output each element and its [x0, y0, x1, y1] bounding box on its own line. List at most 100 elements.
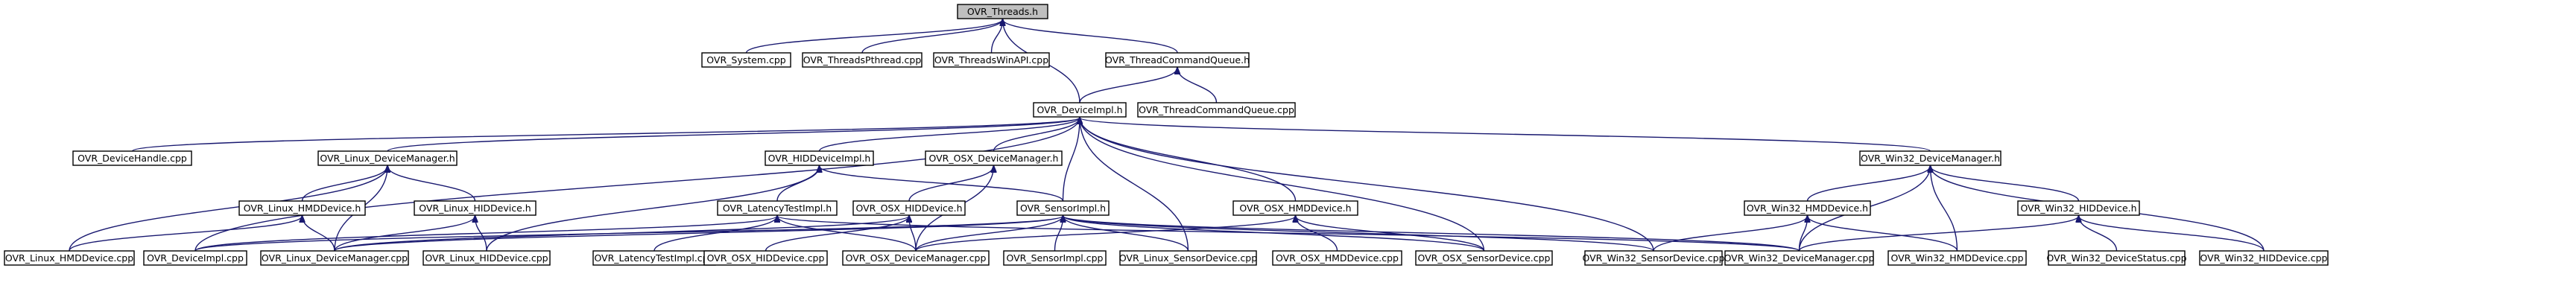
edge-osx-sensordevice-cpp-to-sensorimpl-h — [1063, 216, 1485, 252]
edge-linux-devicemanager-cpp-to-sensorimpl-h — [334, 216, 1063, 252]
node-ovr-osx-devicemanager-cpp[interactable]: OVR_OSX_DeviceManager.cpp — [842, 250, 990, 266]
node-box — [1119, 250, 1257, 266]
node-ovr-hiddeviceimpl-h[interactable]: OVR_HIDDeviceImpl.h — [765, 150, 874, 166]
edge-linux-sensordevice-cpp-to-sensorimpl-h — [1063, 216, 1189, 252]
node-ovr-win32-sensordevice-cpp[interactable]: OVR_Win32_SensorDevice.cpp — [1582, 250, 1725, 266]
node-label: OVR_Linux_HMDDevice.cpp — [5, 252, 133, 264]
node-ovr-linux-hiddevice-cpp[interactable]: OVR_Linux_HIDDevice.cpp — [423, 250, 551, 266]
node-box — [1415, 250, 1553, 266]
edge-win32-hiddevice-cpp-to-win32-hiddevice-h — [2079, 216, 2265, 252]
node-box — [1232, 200, 1358, 216]
edge-win32-sensordevice-cpp-to-deviceimpl-h — [1080, 118, 1654, 252]
node-label: OVR_OSX_HMDDevice.cpp — [1276, 252, 1399, 264]
edge-linux-hmddevice-cpp-to-linux-hmddevice-h — [69, 216, 303, 252]
node-ovr-win32-devicemanager-h[interactable]: OVR_Win32_DeviceManager.h — [1859, 150, 2001, 166]
node-box — [143, 250, 247, 266]
node-label: OVR_DeviceImpl.h — [1037, 104, 1122, 115]
node-box — [1584, 250, 1723, 266]
edge-win32-sensordevice-cpp-to-sensorimpl-h — [1063, 216, 1654, 252]
node-ovr-osx-hiddevice-h[interactable]: OVR_OSX_HIDDevice.h — [852, 200, 966, 216]
node-ovr-linux-sensordevice-cpp[interactable]: OVR_Linux_SensorDevice.cpp — [1119, 250, 1257, 266]
node-ovr-sensorimpl-h[interactable]: OVR_SensorImpl.h — [1016, 200, 1110, 216]
edge-osx-devicemanager-cpp-to-latencytestimpl-h — [777, 216, 917, 252]
edge-win32-devicemanager-cpp-to-sensorimpl-h — [1063, 216, 1800, 252]
node-ovr-osx-hmddevice-cpp[interactable]: OVR_OSX_HMDDevice.cpp — [1272, 250, 1402, 266]
node-box — [1859, 150, 2001, 166]
node-label: OVR_Linux_HIDDevice.cpp — [425, 252, 548, 264]
node-box — [238, 200, 366, 216]
node-box — [717, 200, 838, 216]
edge-sensorimpl-h-to-deviceimpl-h — [1062, 118, 1080, 202]
node-ovr-osx-hmddevice-h[interactable]: OVR_OSX_HMDDevice.h — [1232, 200, 1358, 216]
node-ovr-threadspthread-cpp[interactable]: OVR_ThreadsPthread.cpp — [802, 52, 923, 68]
node-box — [1105, 52, 1250, 68]
node-ovr-devicehandle-cpp[interactable]: OVR_DeviceHandle.cpp — [72, 150, 192, 166]
node-ovr-linux-hiddevice-h[interactable]: OVR_Linux_HIDDevice.h — [414, 200, 537, 216]
node-ovr-latencytestimpl-h[interactable]: OVR_LatencyTestImpl.h — [717, 200, 838, 216]
node-ovr-latencytestimpl-cpp[interactable]: OVR_LatencyTestImpl.cpp — [592, 250, 716, 266]
node-label: OVR_HIDDeviceImpl.h — [768, 153, 871, 164]
node-ovr-win32-hmddevice-cpp[interactable]: OVR_Win32_HMDDevice.cpp — [1887, 250, 2027, 266]
edge-osx-devicemanager-cpp-to-sensorimpl-h — [915, 216, 1063, 252]
node-box — [933, 52, 1050, 68]
node-ovr-threads-h[interactable]: OVR_Threads.h — [957, 4, 1048, 19]
node-ovr-win32-devicestatus-cpp[interactable]: OVR_Win32_DeviceStatus.cpp — [2046, 250, 2187, 266]
node-label: OVR_Win32_DeviceManager.h — [1861, 153, 2000, 164]
node-box — [1272, 250, 1402, 266]
node-box — [1887, 250, 2027, 266]
node-box — [1724, 250, 1874, 266]
edge-win32-hmddevice-cpp-to-win32-devicemanager-h — [1931, 166, 1958, 252]
node-label: OVR_Linux_HMDDevice.h — [244, 203, 361, 214]
node-label: OVR_LatencyTestImpl.h — [723, 203, 832, 214]
node-label: OVR_Linux_HIDDevice.h — [419, 203, 531, 214]
node-ovr-linux-devicemanager-cpp[interactable]: OVR_Linux_DeviceManager.cpp — [260, 250, 409, 266]
node-label: OVR_Win32_HMDDevice.h — [1747, 203, 1868, 214]
node-ovr-linux-hmddevice-cpp[interactable]: OVR_Linux_HMDDevice.cpp — [4, 250, 135, 266]
edge-system-cpp-to-threads-h — [745, 19, 1003, 54]
node-box — [4, 250, 135, 266]
node-ovr-linux-devicemanager-h[interactable]: OVR_Linux_DeviceManager.h — [317, 150, 458, 166]
node-ovr-deviceimpl-cpp[interactable]: OVR_DeviceImpl.cpp — [143, 250, 247, 266]
node-box — [1003, 250, 1107, 266]
node-ovr-deviceimpl-h[interactable]: OVR_DeviceImpl.h — [1033, 102, 1127, 118]
node-ovr-osx-sensordevice-cpp[interactable]: OVR_OSX_SensorDevice.cpp — [1415, 250, 1553, 266]
node-ovr-sensorimpl-cpp[interactable]: OVR_SensorImpl.cpp — [1003, 250, 1107, 266]
node-ovr-win32-hmddevice-h[interactable]: OVR_Win32_HMDDevice.h — [1744, 200, 1871, 216]
node-ovr-win32-devicemanager-cpp[interactable]: OVR_Win32_DeviceManager.cpp — [1724, 250, 1875, 266]
node-label: OVR_Linux_SensorDevice.cpp — [1119, 252, 1257, 264]
edge-win32-hiddevice-h-to-win32-devicemanager-h — [1931, 166, 2080, 202]
edge-threadcommandqueue-h-to-threads-h — [1003, 19, 1178, 54]
edge-win32-devicemanager-cpp-to-latencytestimpl-h — [777, 216, 1800, 252]
node-label: OVR_Linux_DeviceManager.h — [320, 153, 455, 164]
node-ovr-linux-hmddevice-h[interactable]: OVR_Linux_HMDDevice.h — [238, 200, 366, 216]
node-label: OVR_OSX_HIDDevice.h — [855, 203, 962, 214]
node-box — [1033, 102, 1127, 118]
node-ovr-threadcommandqueue-cpp[interactable]: OVR_ThreadCommandQueue.cpp — [1137, 102, 1296, 118]
node-ovr-threadcommandqueue-h[interactable]: OVR_ThreadCommandQueue.h — [1105, 52, 1250, 68]
node-box — [1137, 102, 1296, 118]
node-ovr-system-cpp[interactable]: OVR_System.cpp — [701, 52, 791, 68]
edge-deviceimpl-cpp-to-deviceimpl-h — [194, 118, 1080, 252]
edge-sensorimpl-cpp-to-sensorimpl-h — [1054, 216, 1063, 252]
edge-win32-hmddevice-cpp-to-win32-hmddevice-h — [1808, 216, 1958, 252]
node-box — [925, 150, 1063, 166]
node-box — [701, 52, 791, 68]
edge-deviceimpl-h-to-threadcommandqueue-h — [1079, 68, 1177, 103]
node-ovr-osx-devicemanager-h[interactable]: OVR_OSX_DeviceManager.h — [925, 150, 1063, 166]
edge-osx-sensordevice-cpp-to-osx-hmddevice-h — [1296, 216, 1485, 252]
node-ovr-osx-hiddevice-cpp[interactable]: OVR_OSX_HIDDevice.cpp — [703, 250, 828, 266]
edge-threadcommandqueue-cpp-to-threadcommandqueue-h — [1177, 68, 1218, 103]
node-ovr-win32-hiddevice-h[interactable]: OVR_Win32_HIDDevice.h — [2017, 200, 2140, 216]
edge-linux-devicemanager-h-to-deviceimpl-h — [387, 118, 1080, 152]
node-box — [842, 250, 990, 266]
edge-win32-devicemanager-cpp-to-win32-hiddevice-h — [1798, 216, 2079, 252]
edge-deviceimpl-cpp-to-sensorimpl-h — [194, 216, 1063, 252]
edge-osx-devicemanager-cpp-to-osx-hmddevice-h — [915, 216, 1296, 252]
node-box — [2199, 250, 2329, 266]
edge-layer — [69, 19, 2265, 252]
node-ovr-win32-hiddevice-cpp[interactable]: OVR_Win32_HIDDevice.cpp — [2199, 250, 2329, 266]
node-ovr-threadswinapi-cpp[interactable]: OVR_ThreadsWinAPI.cpp — [933, 52, 1050, 68]
node-label: OVR_OSX_SensorDevice.cpp — [1417, 252, 1550, 264]
